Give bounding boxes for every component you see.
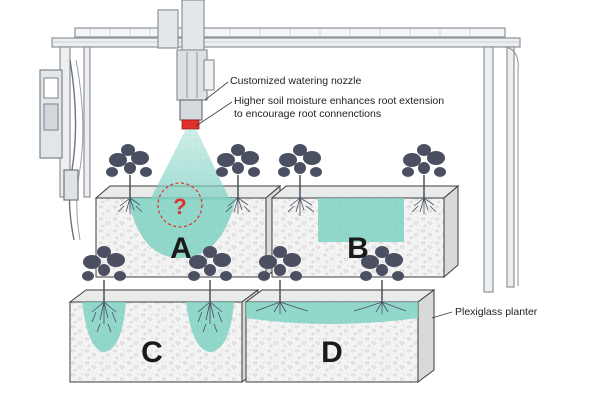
moisture-zone-d (246, 302, 418, 324)
plant-b1 (278, 144, 322, 198)
plant-d1 (258, 246, 302, 302)
planter-d (244, 289, 436, 383)
callout-planter: Plexiglass planter (431, 306, 538, 319)
question-mark: ? (173, 194, 186, 219)
callout-moisture-line1: Higher soil moisture enhances root exten… (234, 95, 444, 107)
top-rail (51, 37, 521, 48)
callout-planter-text: Plexiglass planter (455, 306, 538, 318)
plant-d2 (360, 246, 404, 302)
plant-a1 (106, 144, 152, 198)
roots-front (91, 301, 407, 333)
moisture-zone-b (318, 198, 404, 242)
plant-c2 (188, 246, 232, 302)
planter-label-d: D (321, 336, 343, 369)
carriage-body (176, 49, 208, 101)
gantry-frame (39, 0, 521, 293)
nozzle-tip (181, 119, 200, 130)
roots-back (117, 197, 437, 216)
uncertainty-circle (157, 182, 203, 228)
plant-b2 (402, 144, 446, 198)
right-post (483, 46, 494, 293)
moisture-zone-a (128, 198, 236, 258)
callout-nozzle-text: Customized watering nozzle (230, 75, 361, 87)
planter-label-b: B (347, 232, 369, 265)
nozzle-body (179, 99, 203, 121)
callout-moisture: Higher soil moisture enhances root exten… (195, 95, 444, 127)
planter-c (68, 289, 260, 383)
planter-label-c: C (141, 336, 163, 369)
moisture-zone-c1 (82, 302, 126, 352)
plant-c1 (82, 246, 126, 302)
water-spray (150, 129, 230, 200)
plants (82, 144, 446, 302)
carriage-top (157, 9, 179, 49)
plant-a2 (216, 144, 260, 198)
callout-nozzle: Customized watering nozzle (204, 75, 361, 101)
planter-label-a: A (170, 232, 192, 265)
planter-b (270, 184, 460, 279)
moisture-zone-c2 (186, 302, 234, 352)
callout-moisture-line2: to encourage root connenctions (234, 108, 381, 120)
